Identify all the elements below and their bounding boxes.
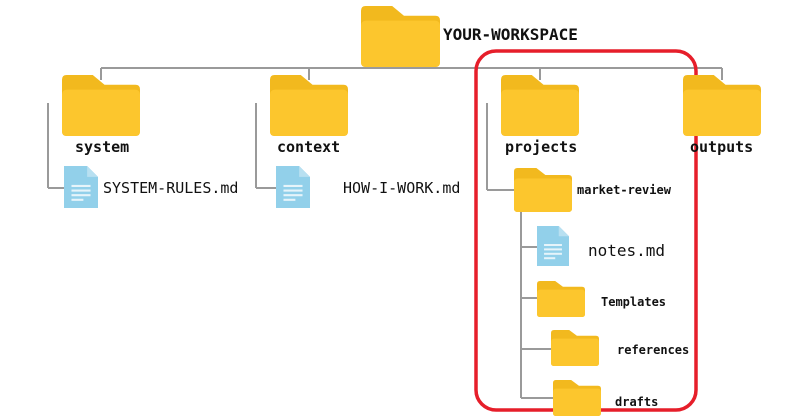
system-folder-label: system	[75, 138, 130, 156]
drafts-folder-label: drafts	[615, 395, 659, 409]
references-folder-icon	[551, 330, 599, 366]
how-i-work-file-icon	[276, 166, 310, 208]
root-folder-label: YOUR-WORKSPACE	[443, 25, 578, 44]
outputs-folder-label: outputs	[690, 138, 754, 156]
system-folder-icon	[62, 75, 140, 136]
projects-folder-label: projects	[505, 138, 578, 156]
system-rules-file-label: SYSTEM-RULES.md	[103, 179, 239, 197]
projects-folder-icon	[501, 75, 579, 136]
templates-folder-label: Templates	[601, 295, 667, 309]
market-review-folder-icon	[514, 168, 572, 212]
notes-file-label: notes.md	[588, 241, 666, 260]
market-review-folder-label: market-review	[577, 183, 671, 197]
templates-folder-icon	[537, 281, 585, 317]
drafts-folder-icon	[553, 380, 601, 416]
how-i-work-file-label: HOW-I-WORK.md	[343, 179, 461, 197]
system-rules-file-icon	[64, 166, 98, 208]
context-folder-label: context	[277, 138, 341, 156]
root-folder-icon	[361, 6, 440, 67]
outputs-folder-icon	[683, 75, 761, 136]
references-folder-label: references	[617, 343, 690, 357]
context-folder-icon	[270, 75, 348, 136]
notes-file-icon	[537, 226, 569, 266]
